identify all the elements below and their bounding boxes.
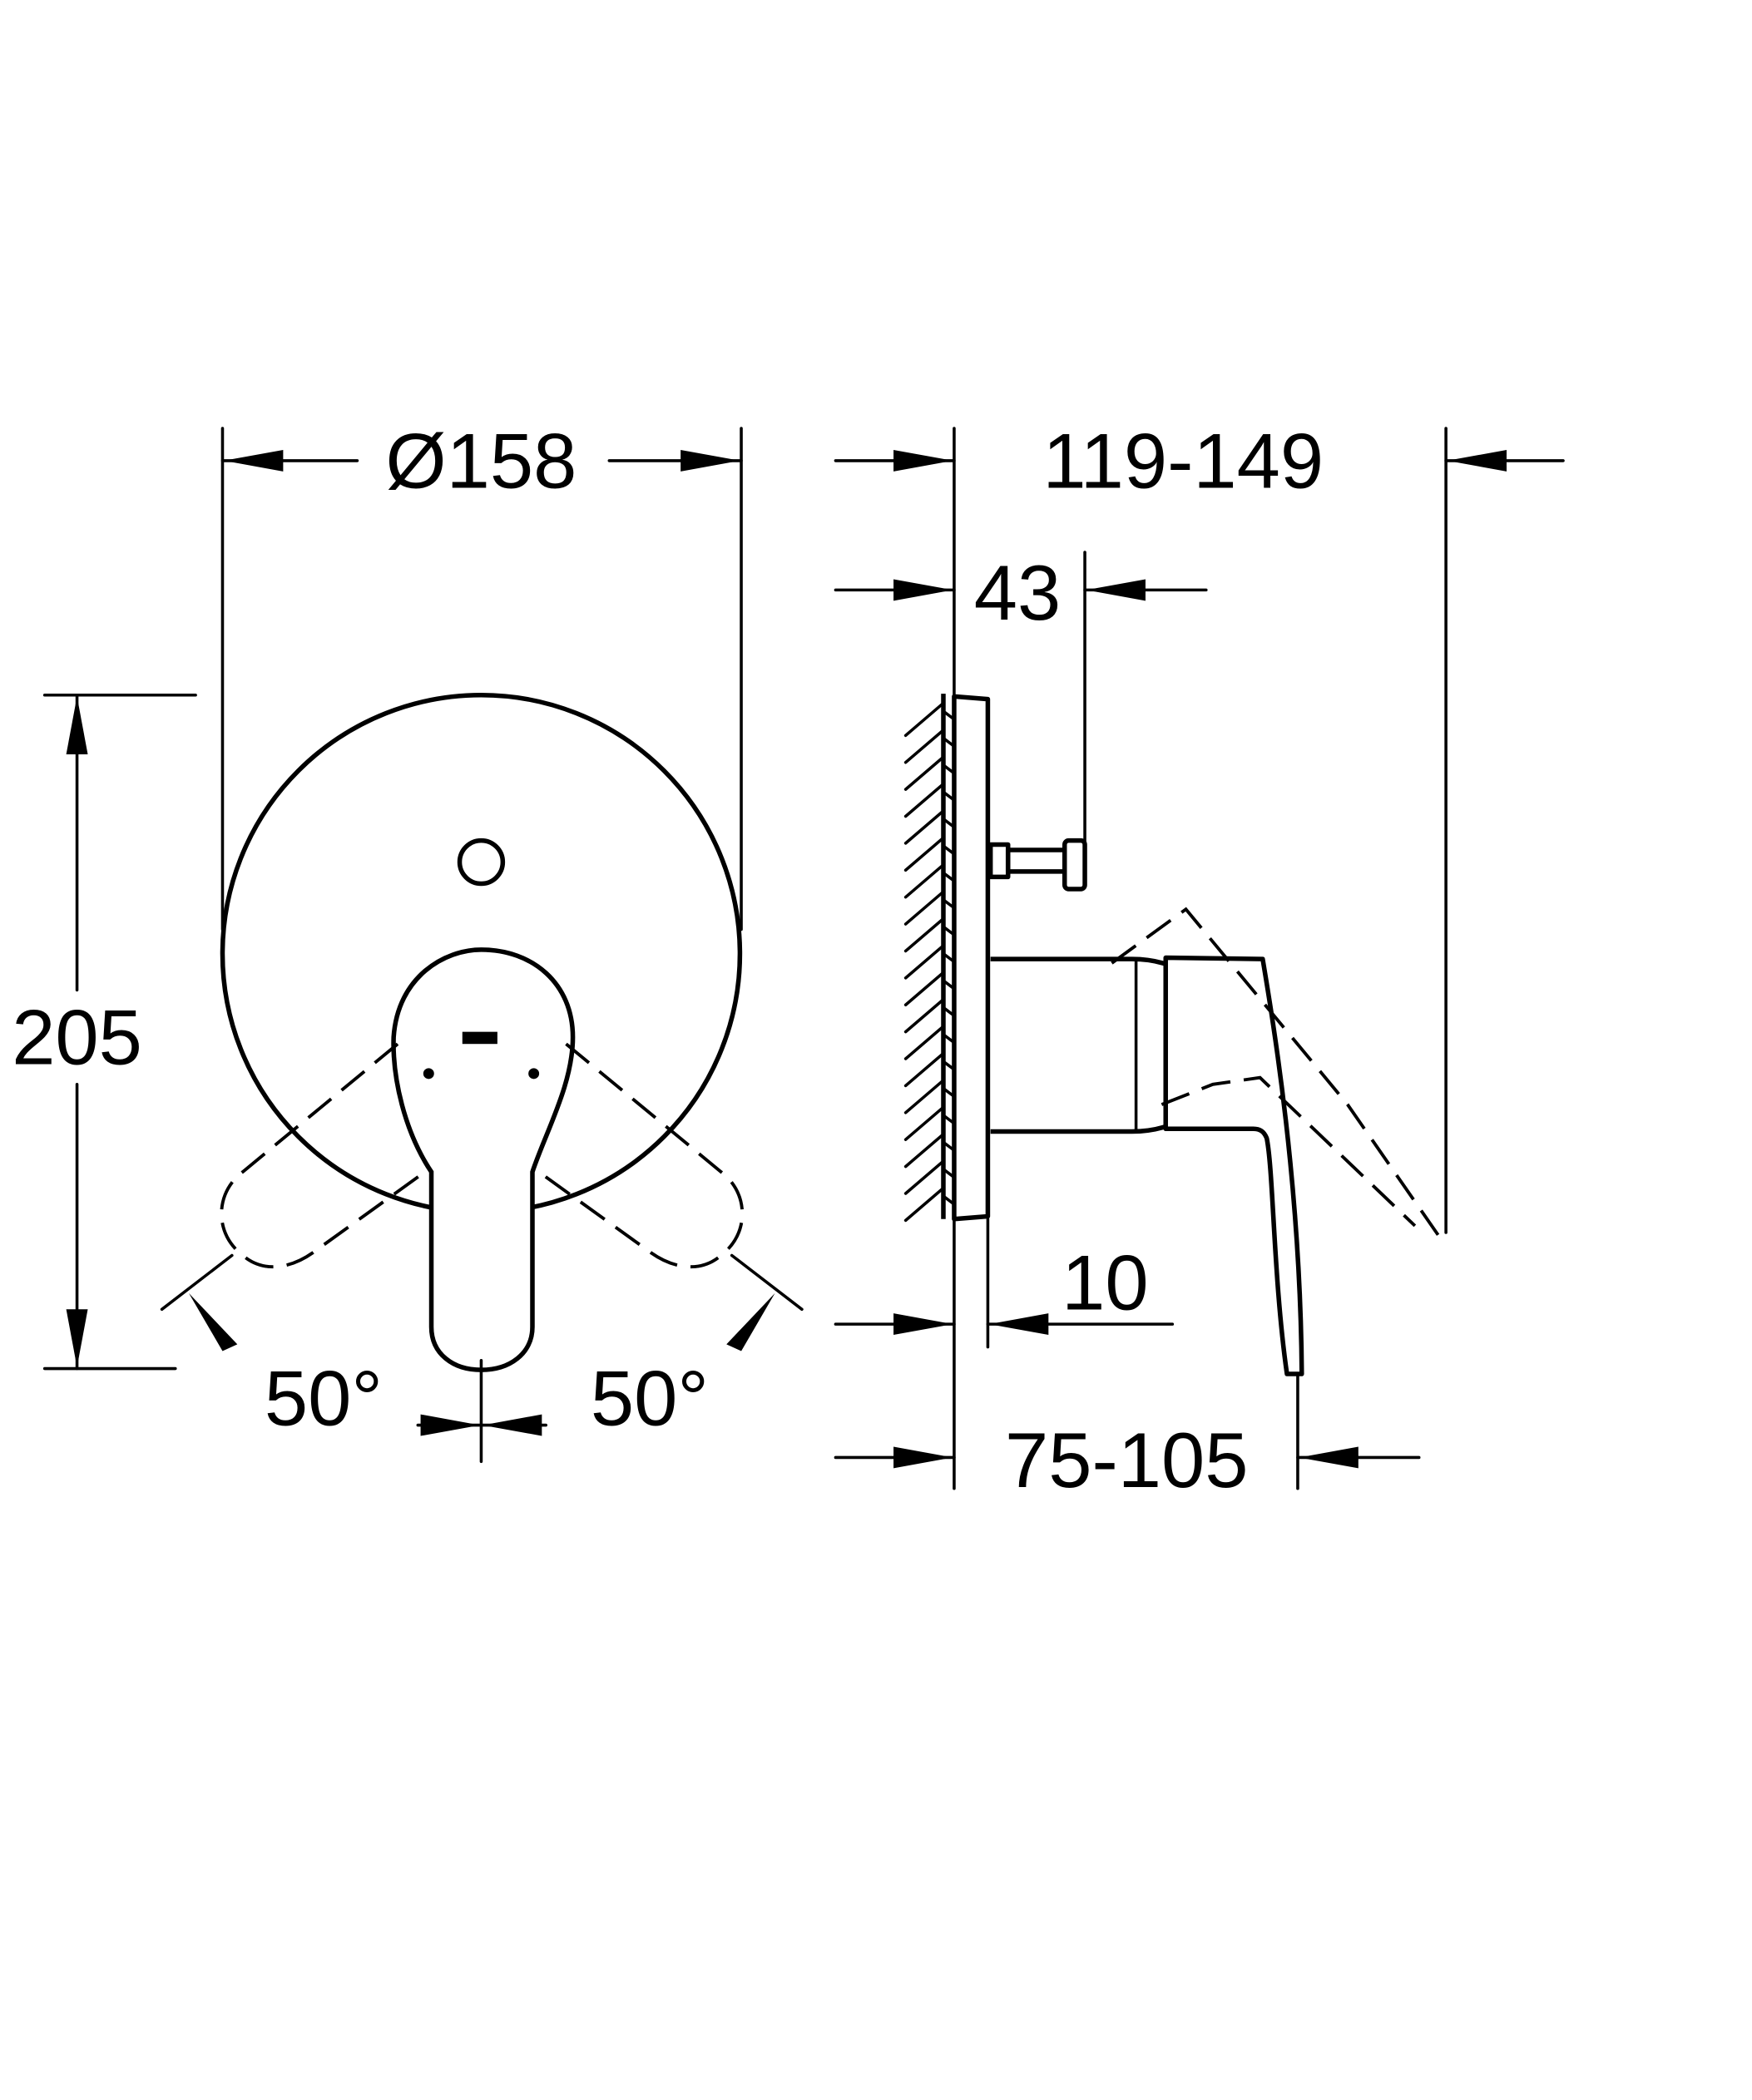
handle-slot xyxy=(462,1031,497,1045)
handle-left-position-dashed xyxy=(220,1042,430,1269)
lever-handle-side xyxy=(1163,955,1304,1376)
lever-handle xyxy=(391,947,576,1372)
angle-right-label: 50° xyxy=(591,1355,709,1442)
arrowhead xyxy=(893,449,953,472)
handle-right-position-dashed xyxy=(534,1042,745,1269)
hatch-line xyxy=(903,944,945,980)
arrowhead xyxy=(893,579,953,601)
arrowhead xyxy=(726,1292,775,1351)
wall-hatching xyxy=(903,701,956,1223)
handle-raised-position-dashed xyxy=(1111,907,1441,1238)
arrowhead xyxy=(1299,1446,1359,1469)
arrowhead xyxy=(188,1292,238,1351)
hatch-line xyxy=(903,809,945,845)
front-view: Ø158 205 50° 50° xyxy=(12,417,804,1464)
hatch-line xyxy=(903,755,945,791)
angle-extension-left xyxy=(160,1253,234,1312)
angle-extension-right xyxy=(730,1253,804,1312)
hatch-line xyxy=(903,1051,945,1088)
hatch-line xyxy=(903,971,945,1007)
hatch-line xyxy=(903,997,945,1034)
height-label: 205 xyxy=(12,994,142,1081)
arrowhead xyxy=(66,1309,88,1367)
arrowhead xyxy=(1447,449,1507,472)
arrowhead xyxy=(893,1313,953,1336)
hatch-line xyxy=(903,1132,945,1169)
arrowhead xyxy=(483,1414,542,1436)
side-view: 119-149 43 10 75-105 xyxy=(834,417,1565,1504)
hatch-line xyxy=(903,890,945,926)
handle-body xyxy=(990,956,1168,1134)
spindle-depth-label: 43 xyxy=(974,549,1061,636)
hatch-line xyxy=(903,1079,945,1114)
hatch-line xyxy=(903,782,945,818)
hatch-line xyxy=(903,863,945,899)
arrowhead xyxy=(66,696,88,754)
hatch-line xyxy=(903,729,945,764)
hatch-line xyxy=(903,1186,945,1223)
hatch-line xyxy=(903,1025,945,1060)
diameter-label: Ø158 xyxy=(386,417,577,504)
hatch-line xyxy=(903,1159,945,1195)
arrowhead xyxy=(893,1446,953,1469)
arrowhead xyxy=(681,449,740,472)
hatch-line xyxy=(903,701,945,738)
handle-depth-label: 75-105 xyxy=(1005,1416,1248,1504)
cover-plate-side xyxy=(952,694,991,1222)
arrowhead xyxy=(989,1313,1049,1336)
arrowhead xyxy=(224,449,284,472)
spindle-base xyxy=(987,842,1011,880)
hatch-line xyxy=(903,917,945,953)
total-depth-label: 119-149 xyxy=(1042,417,1324,504)
handle-dot xyxy=(528,1068,540,1080)
handle-dot xyxy=(423,1068,434,1080)
arrowhead xyxy=(420,1414,480,1436)
hatch-line xyxy=(903,1105,945,1141)
diverter-hole xyxy=(457,838,506,887)
spindle-rod xyxy=(1005,847,1067,874)
angle-left-label: 50° xyxy=(265,1355,383,1442)
hatch-line xyxy=(903,836,945,872)
arrowhead xyxy=(1086,579,1146,601)
spindle-cap xyxy=(1062,838,1087,892)
plate-thickness-label: 10 xyxy=(1062,1238,1148,1326)
